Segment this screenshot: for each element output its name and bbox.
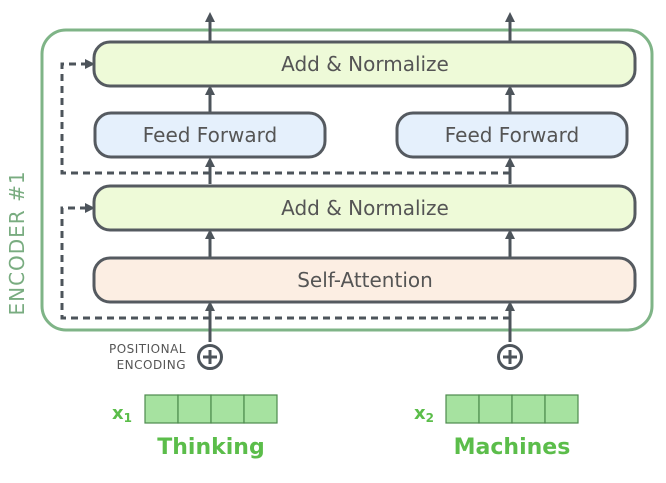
embedding-cell [210,394,245,424]
embedding-cell [445,394,480,424]
embedding-vector-2 [445,394,579,424]
feed-forward-label-2: Feed Forward [445,123,580,147]
input-word-2: Machines [454,435,571,460]
embedding-cell [177,394,212,424]
embedding-cell [478,394,513,424]
add-normalize-top-label: Add & Normalize [281,52,449,76]
add-icon [497,344,523,370]
encoder-label: ENCODER #1 [5,170,29,315]
self-attention-box [92,256,637,304]
input-word-1: Thinking [157,435,264,460]
positional-encoding-label-line2: ENCODING [117,358,186,372]
embedding-cell [144,394,179,424]
add-normalize-top-box [92,40,637,88]
embedding-cell [544,394,579,424]
feed-forward-box-1 [93,111,327,159]
add-normalize-bottom-box [92,184,637,232]
add-icon [197,344,223,370]
embedding-vector-1 [144,394,278,424]
encoder-border [40,28,654,332]
positional-encoding-label-line1: POSITIONAL [109,342,186,356]
feed-forward-box-2 [395,111,629,159]
self-attention-label: Self-Attention [297,268,433,292]
embedding-cell [243,394,278,424]
embedding-cell [511,394,546,424]
input-variable-1: x1 [112,403,132,425]
feed-forward-label-1: Feed Forward [143,123,278,147]
add-normalize-bottom-label: Add & Normalize [281,196,449,220]
residual-connection-top [60,59,510,175]
input-variable-2: x2 [414,403,434,425]
